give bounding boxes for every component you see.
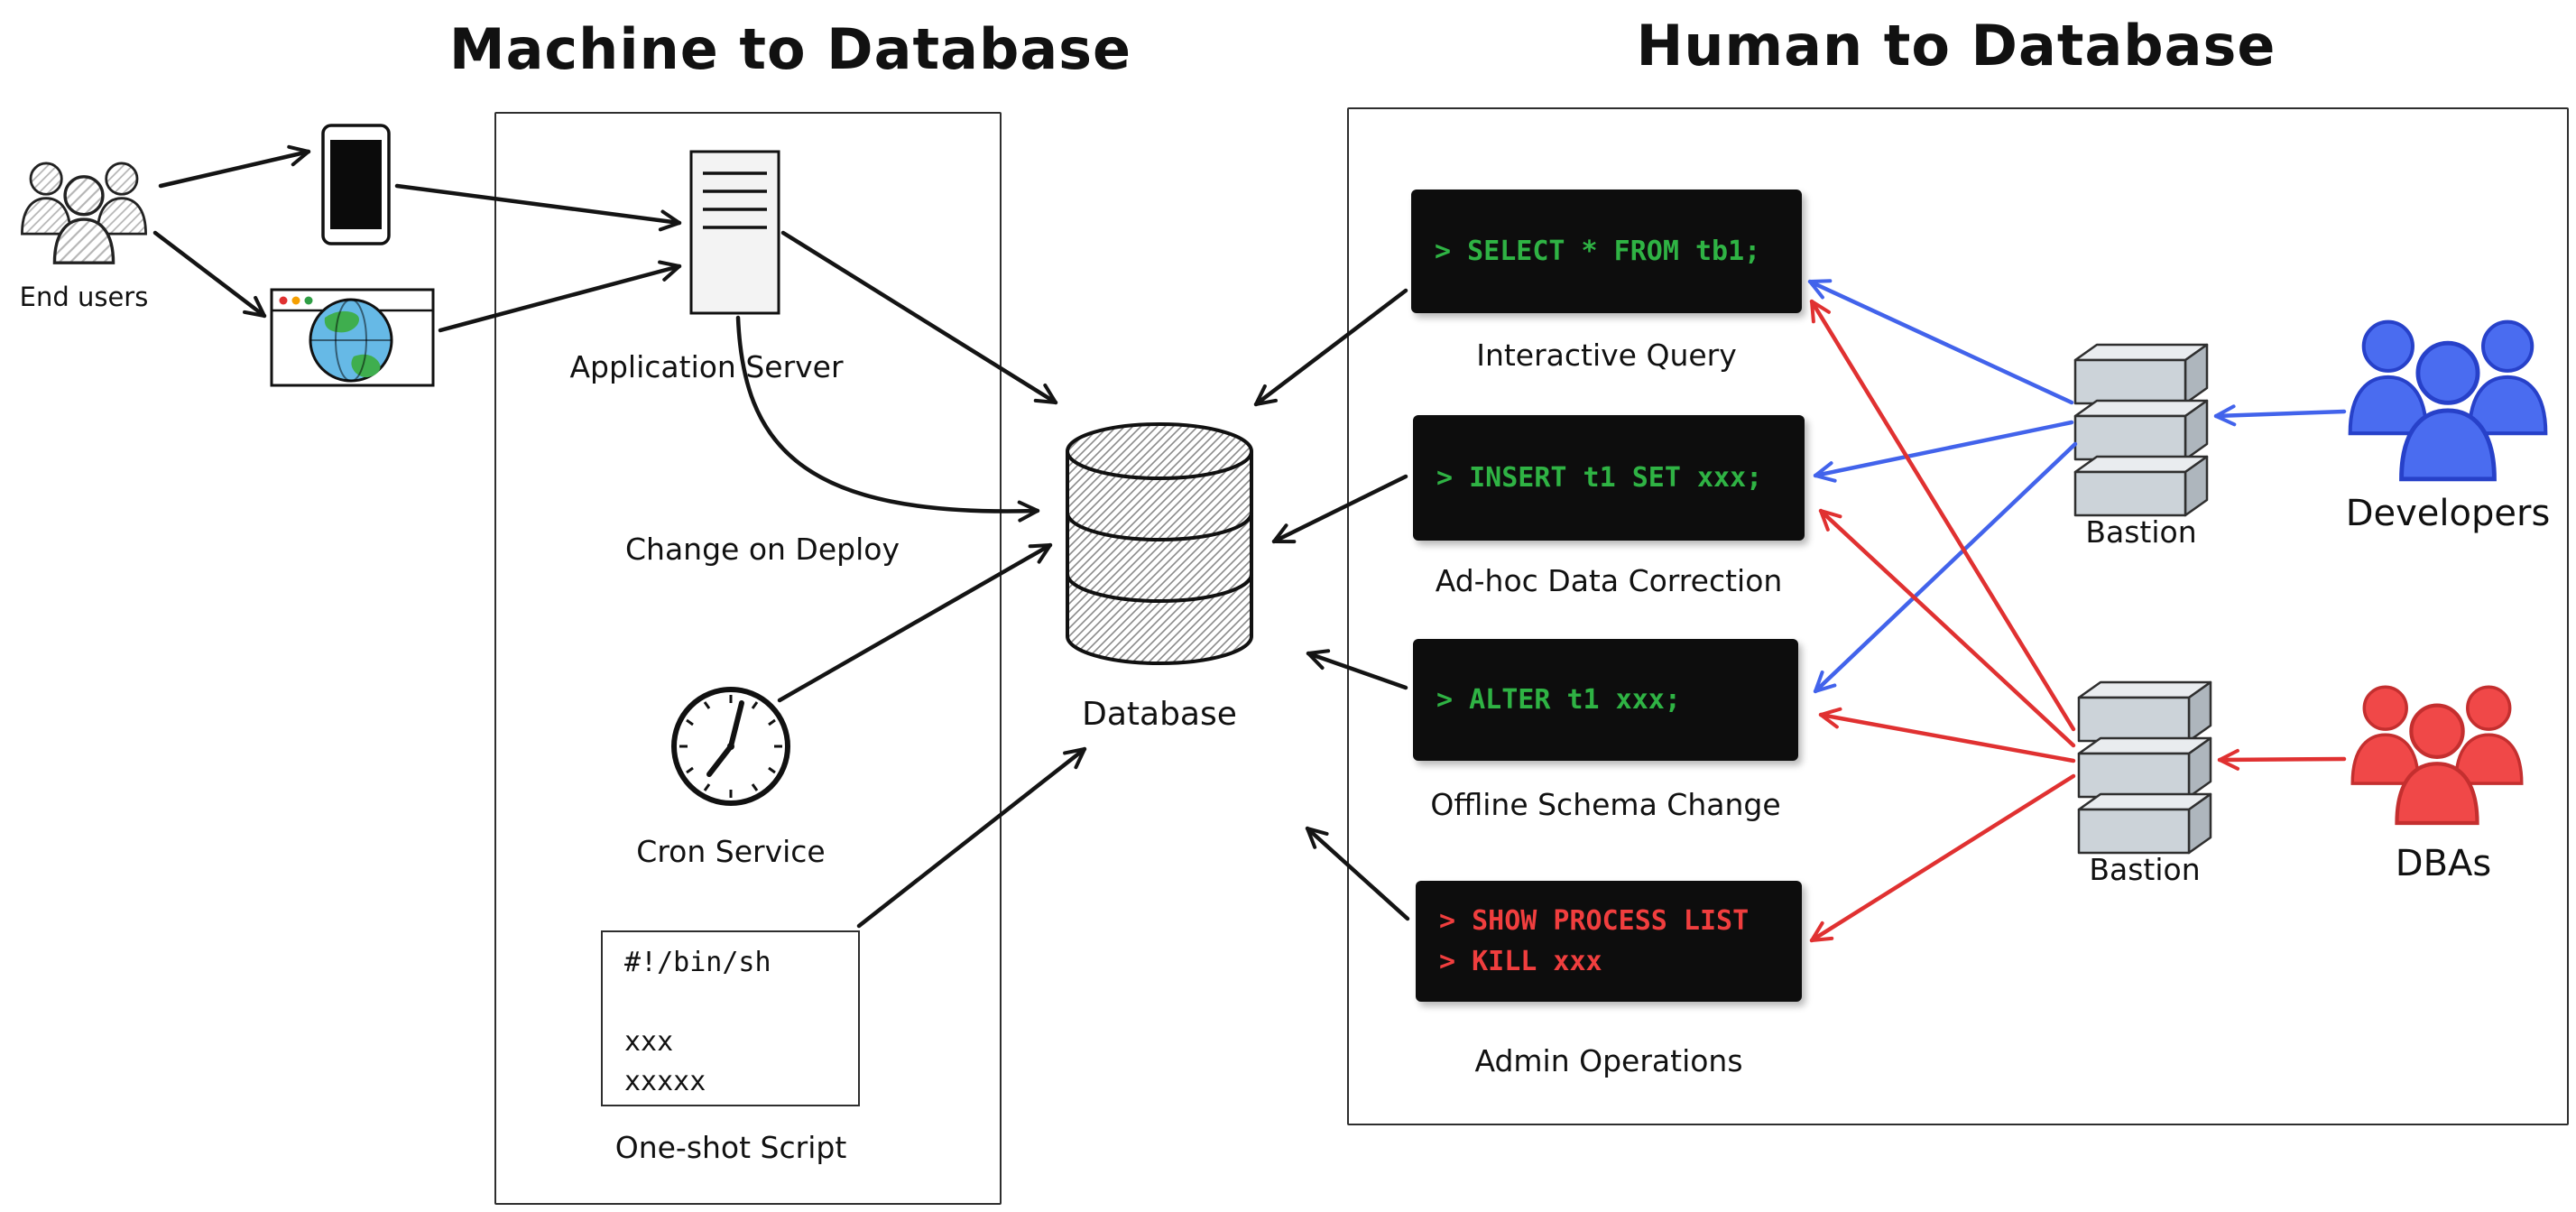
change-on-deploy-label: Change on Deploy — [625, 532, 900, 567]
terminal-line: > SHOW PROCESS LIST — [1439, 905, 1750, 937]
terminal-line: > INSERT t1 SET xxx; — [1436, 462, 1763, 494]
script-line: xxxxx — [624, 1066, 706, 1097]
dbas-label: DBAs — [2395, 843, 2492, 884]
machine-title: Machine to Database — [448, 16, 1132, 82]
arrow-endusers-to-phone — [158, 144, 311, 189]
developers-label: Developers — [2345, 493, 2551, 534]
end-users-label: End users — [19, 282, 149, 312]
one-shot-script-box: #!/bin/sh xxx xxxxx — [601, 930, 860, 1106]
terminal-line: > KILL xxx — [1439, 946, 1602, 977]
database-icon — [1066, 422, 1253, 665]
script-line: #!/bin/sh — [624, 947, 771, 978]
terminal-line: > ALTER t1 xxx; — [1436, 684, 1681, 716]
interactive-query-label: Interactive Query — [1476, 338, 1737, 373]
script-line — [624, 983, 858, 1022]
human-title: Human to Database — [1636, 13, 2276, 79]
terminal-line: > SELECT * FROM tb1; — [1435, 236, 1761, 267]
globe-icon — [309, 298, 393, 383]
one-shot-script-label: One-shot Script — [614, 1130, 847, 1165]
browser-icon — [270, 288, 435, 387]
bastion-dev-label: Bastion — [2085, 514, 2197, 550]
phone-icon — [321, 124, 391, 245]
script-line: xxx — [624, 1026, 674, 1058]
arrow-endusers-to-browser — [152, 230, 267, 319]
terminal-schema-change: > ALTER t1 xxx; — [1413, 639, 1798, 761]
end-users-icon — [22, 163, 145, 263]
cron-service-label: Cron Service — [636, 834, 826, 869]
terminal-adhoc-correction: > INSERT t1 SET xxx; — [1413, 415, 1805, 541]
admin-operations-label: Admin Operations — [1474, 1043, 1743, 1078]
offline-schema-change-label: Offline Schema Change — [1430, 787, 1781, 822]
human-group-box — [1347, 107, 2569, 1125]
adhoc-data-correction-label: Ad-hoc Data Correction — [1435, 563, 1783, 598]
terminal-admin-operations: > SHOW PROCESS LIST > KILL xxx — [1416, 881, 1802, 1002]
bastion-dba-label: Bastion — [2089, 852, 2201, 887]
application-server-label: Application Server — [569, 349, 844, 384]
terminal-interactive-query: > SELECT * FROM tb1; — [1411, 190, 1802, 313]
database-label: Database — [1082, 696, 1237, 733]
